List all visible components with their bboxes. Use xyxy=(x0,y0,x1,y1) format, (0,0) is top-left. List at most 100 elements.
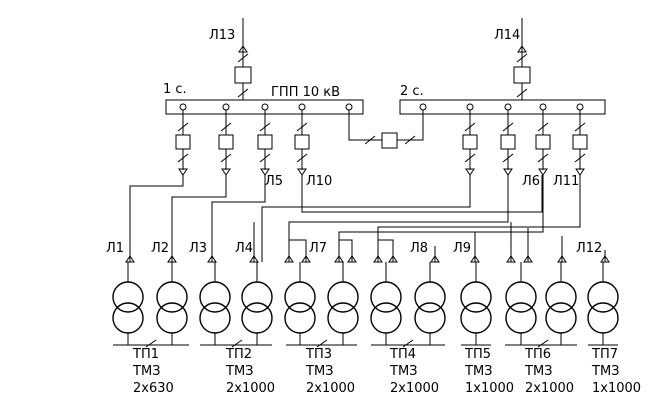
outgoing-bay-breaker-7 xyxy=(572,134,588,150)
outgoing-bay-tick-lower-1 xyxy=(220,153,232,163)
feeder-arrow-11 xyxy=(470,255,480,263)
substation-name-tp1: ТП1 xyxy=(132,347,159,362)
outgoing-bay-breaker-5 xyxy=(500,134,516,150)
outgoing-bay-tick-lower-0 xyxy=(177,153,189,163)
outgoing-bay-arrow-2 xyxy=(260,168,270,176)
substation-name-tp6: ТП6 xyxy=(524,347,551,362)
route-l7-bus xyxy=(288,175,509,262)
transformer-winding-secondary-1 xyxy=(156,302,188,334)
substation-type-tp3: ТМЗ xyxy=(305,364,334,379)
feeder-arrow-14 xyxy=(557,255,567,263)
bus-terminal-section-1 xyxy=(298,103,306,111)
feeder-arrow-8 xyxy=(373,255,383,263)
bus-terminal-section-1 xyxy=(222,103,230,111)
substation-name-tp2: ТП2 xyxy=(225,347,252,362)
line-label-L6: Л6 xyxy=(522,174,540,189)
incoming-line-l14-arrow xyxy=(517,45,527,53)
substation-name-tp3: ТП3 xyxy=(305,347,332,362)
feeder-arrow-2 xyxy=(207,255,217,263)
section-tie-left xyxy=(348,110,382,141)
route-tp4-b xyxy=(378,239,394,262)
substation-type-tp6: ТМЗ xyxy=(524,364,553,379)
outgoing-bay-tick-lower-4 xyxy=(464,153,476,163)
lv-coupler-3 xyxy=(402,339,414,348)
substation-rating-tp7: 1х1000 xyxy=(592,381,641,396)
line-label-L5: Л5 xyxy=(265,174,283,189)
section-tie-tick-left xyxy=(364,135,376,145)
outgoing-bay-arrow-7 xyxy=(575,168,585,176)
outgoing-bay-tick-1 xyxy=(220,122,232,132)
lv-coupler-2 xyxy=(316,339,328,348)
feeder-arrow-6 xyxy=(334,255,344,263)
route-l6-lower xyxy=(338,175,544,262)
outgoing-bay-breaker-2 xyxy=(257,134,273,150)
bus-terminal-section-2 xyxy=(504,103,512,111)
substation-type-tp2: ТМЗ xyxy=(225,364,254,379)
transformer-winding-secondary-8 xyxy=(460,302,492,334)
transformer-winding-secondary-7 xyxy=(414,302,446,334)
lv-coupler-1 xyxy=(231,339,243,348)
section-tie-tick-right xyxy=(404,135,416,145)
substation-name-tp7: ТП7 xyxy=(591,347,618,362)
outgoing-bay-arrow-0 xyxy=(178,168,188,176)
lv-coupler-0 xyxy=(145,339,157,348)
outgoing-bay-breaker-4 xyxy=(462,134,478,150)
outgoing-bay-arrow-1 xyxy=(221,168,231,176)
outgoing-bay-tick-3 xyxy=(296,122,308,132)
outgoing-bay-tick-0 xyxy=(177,122,189,132)
bus-terminal-section-1 xyxy=(179,103,187,111)
route-tp3-c xyxy=(339,239,353,262)
outgoing-bay-tick-lower-7 xyxy=(574,153,586,163)
outgoing-bay-breaker-1 xyxy=(218,134,234,150)
outgoing-bay-arrow-6 xyxy=(538,168,548,176)
transformer-winding-secondary-0 xyxy=(112,302,144,334)
outgoing-bay-tick-6 xyxy=(537,122,549,132)
feeder-label-L2: Л2 xyxy=(151,241,169,256)
feeder-label-L12: Л12 xyxy=(576,241,602,256)
feeder-arrow-9 xyxy=(388,255,398,263)
feeder-label-L9: Л9 xyxy=(453,241,471,256)
transformer-winding-secondary-4 xyxy=(284,302,316,334)
feeder-arrow-3 xyxy=(249,255,259,263)
transformers xyxy=(112,262,619,348)
bus-terminal-section-2 xyxy=(419,103,427,111)
transformer-winding-secondary-6 xyxy=(370,302,402,334)
incoming-line-l13-tick xyxy=(237,53,249,63)
bus-terminal-section-2 xyxy=(539,103,547,111)
feeder-arrow-15 xyxy=(600,255,610,263)
substation-rating-tp2: 2х1000 xyxy=(226,381,275,396)
route-l11 xyxy=(377,175,581,262)
feeder-label-L1: Л1 xyxy=(106,241,124,256)
lv-coupler-4 xyxy=(537,339,549,348)
outgoing-bay-breaker-0 xyxy=(175,134,191,150)
outgoing-bay-tick-lower-2 xyxy=(259,153,271,163)
outgoing-bay-arrow-3 xyxy=(297,168,307,176)
feeder-arrow-7 xyxy=(347,255,357,263)
outgoing-bay-arrow-4 xyxy=(465,168,475,176)
feeder-arrow-5 xyxy=(301,255,311,263)
outgoing-bay-tick-2 xyxy=(259,122,271,132)
substation-name-tp5: ТП5 xyxy=(464,347,491,362)
feeder-label-L3: Л3 xyxy=(189,241,207,256)
section-tie-right xyxy=(397,110,424,141)
transformer-winding-secondary-3 xyxy=(241,302,273,334)
substation-type-tp7: ТМЗ xyxy=(591,364,620,379)
section-tie-breaker xyxy=(381,132,398,149)
route-l5 xyxy=(261,175,471,262)
incoming-line-l13-arrow xyxy=(238,45,248,53)
static-wiring xyxy=(129,18,606,262)
bus-terminal-section-1 xyxy=(261,103,269,111)
feeder-arrow-10 xyxy=(430,255,440,263)
outgoing-bay-arrow-5 xyxy=(503,168,513,176)
feeder-label-L8: Л8 xyxy=(410,241,428,256)
section1-label: 1 с. xyxy=(163,82,187,97)
route-l2 xyxy=(171,175,227,262)
bus-terminal-section-2 xyxy=(466,103,474,111)
bus-label: ГПП 10 кВ xyxy=(271,85,340,100)
feeder-arrow-12 xyxy=(506,255,516,263)
feeder-arrows xyxy=(125,255,610,263)
substation-rating-tp5: 1х1000 xyxy=(465,381,514,396)
section2-label: 2 с. xyxy=(400,84,424,99)
outgoing-bay-tick-4 xyxy=(464,122,476,132)
